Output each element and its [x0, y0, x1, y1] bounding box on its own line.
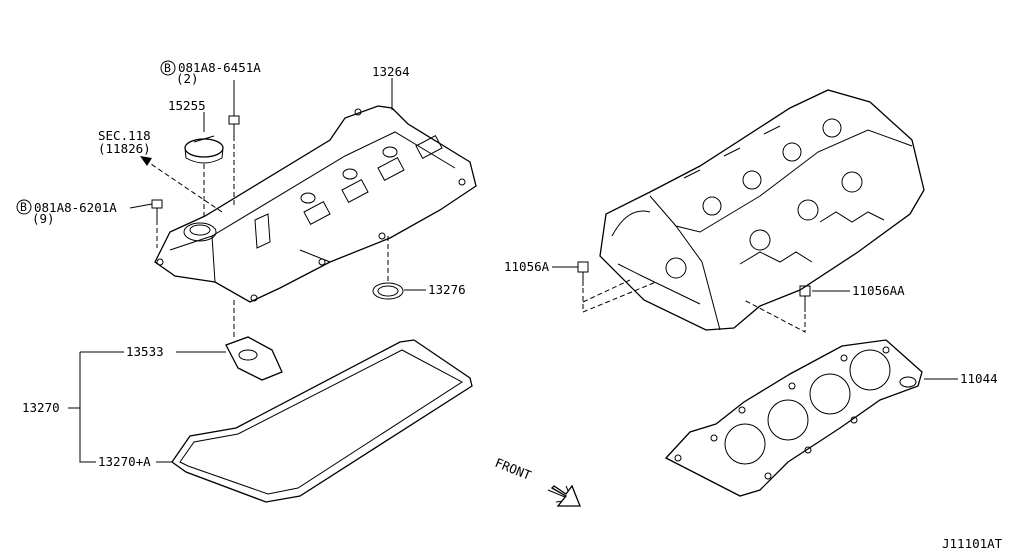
callout-gasket-set: 13270	[22, 400, 60, 415]
callout-bolt-top-qty: (2)	[176, 71, 199, 86]
labels: B 081A8-6451A (2) 13264 15255 SEC.118 (1…	[16, 60, 1003, 551]
head-gasket	[664, 339, 923, 497]
callout-sec-ref: SEC.118	[98, 128, 151, 143]
rocker-cover-gasket	[171, 339, 473, 503]
bolt-top	[228, 115, 240, 136]
callout-head-bolt-left: 11056A	[504, 259, 550, 274]
callout-head-gasket: 11044	[960, 371, 998, 386]
leader-lines	[68, 78, 958, 463]
bolt-marker-left: B	[20, 200, 27, 214]
callout-cover: 13264	[372, 64, 410, 79]
callout-sec-sub: (11826)	[98, 141, 151, 156]
bolt-left	[151, 199, 163, 220]
callout-cover-gasket: 13270+A	[98, 454, 151, 469]
pcv-gasket	[225, 336, 283, 381]
callout-bolt-left-qty: (9)	[32, 211, 55, 226]
o-ring	[372, 282, 404, 300]
head-bolt-left	[577, 261, 589, 286]
callout-cap: 15255	[168, 98, 206, 113]
cylinder-head	[599, 89, 925, 331]
rocker-cover	[154, 105, 477, 303]
front-label: FRONT	[493, 455, 534, 483]
callout-bolt-top-code: 081A8-6451A	[178, 60, 261, 75]
callout-pcv-gasket: 13533	[126, 344, 164, 359]
front-arrow	[547, 484, 581, 507]
bolt-marker-top: B	[164, 61, 171, 75]
oil-filler-cap	[184, 135, 224, 164]
diagram-id: J11101AT	[942, 536, 1003, 551]
callout-head-bolt-right: 11056AA	[852, 283, 905, 298]
callout-bolt-left-code: 081A8-6201A	[34, 200, 117, 215]
callout-oring: 13276	[428, 282, 466, 297]
head-bolt-right	[799, 285, 811, 312]
